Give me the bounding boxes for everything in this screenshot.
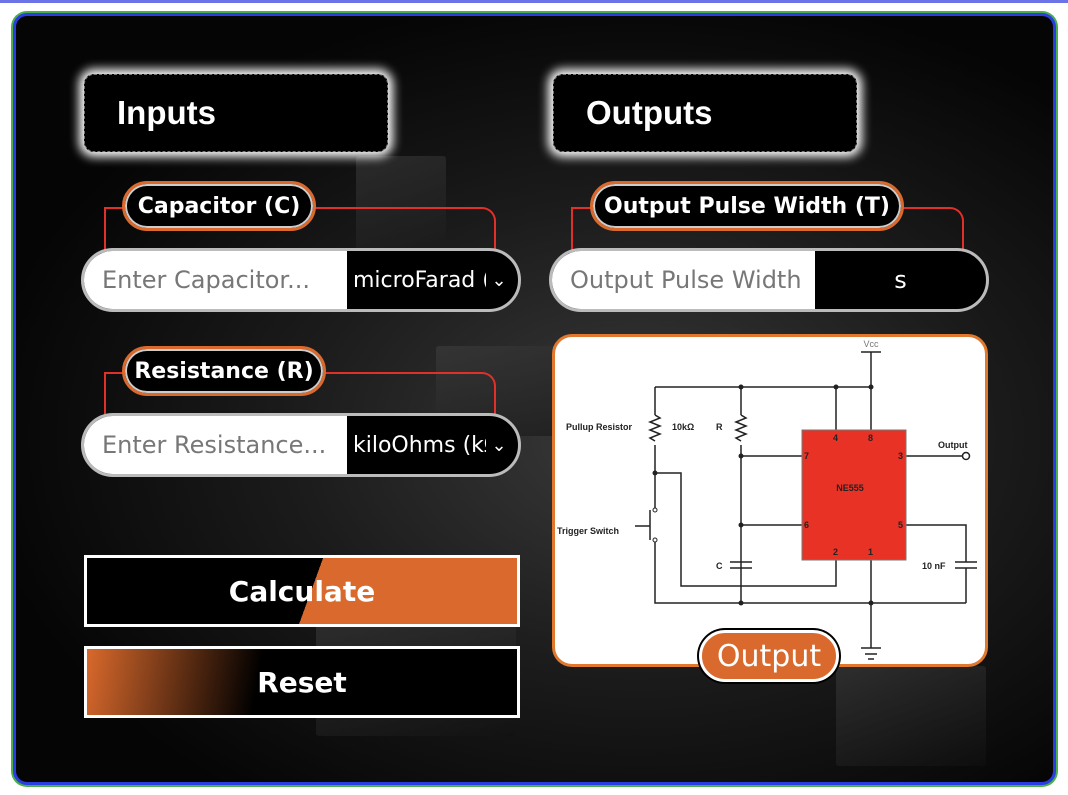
calculator-panel: Inputs Outputs Capacitor (C) microFarad … [13, 13, 1056, 785]
pulse-width-output[interactable] [552, 251, 815, 309]
output-label: Output [938, 440, 968, 450]
pulse-width-unit: s [894, 266, 907, 294]
capacitor-input[interactable] [84, 251, 347, 309]
pulse-width-label: Output Pulse Width (T) [590, 181, 904, 231]
r-label: R [716, 422, 723, 432]
resistance-field: kiloOhms (kΩ)⌄ [81, 413, 521, 477]
pin-label: 3 [898, 451, 903, 461]
capacitor-field: microFarad (µF)⌄ [81, 248, 521, 312]
resistance-input[interactable] [84, 416, 347, 474]
c-label: C [716, 561, 723, 571]
inputs-heading: Inputs [84, 74, 388, 152]
resistance-unit-select[interactable]: kiloOhms (kΩ)⌄ [347, 416, 518, 474]
circuit-diagram: Vcc Pullup Resistor 10kΩ R C Trigger Swi… [552, 334, 988, 667]
chip-label: NE555 [836, 483, 864, 493]
background-cube [836, 666, 986, 766]
pin-label: 6 [804, 520, 809, 530]
capacitor-unit-select[interactable]: microFarad (µF)⌄ [347, 251, 518, 309]
pin-label: 8 [868, 433, 873, 443]
chevron-down-icon: ⌄ [491, 269, 507, 291]
trigger-label: Trigger Switch [557, 526, 619, 536]
ne555-chip [801, 429, 907, 561]
chevron-down-icon: ⌄ [491, 434, 507, 456]
pullup-label: Pullup Resistor [566, 422, 633, 432]
cap-value: 10 nF [922, 561, 946, 571]
capacitor-unit-value: microFarad (µF) [353, 267, 486, 293]
pulse-width-field: s [549, 248, 989, 312]
vcc-label: Vcc [863, 339, 879, 349]
pin-label: 2 [833, 547, 838, 557]
pin-label: 7 [804, 451, 809, 461]
output-button[interactable]: Output [699, 630, 839, 682]
reset-button[interactable]: Reset [84, 646, 520, 718]
outputs-heading: Outputs [553, 74, 857, 152]
pin-label: 1 [868, 547, 873, 557]
capacitor-label: Capacitor (C) [122, 181, 316, 231]
calculate-button[interactable]: Calculate [84, 555, 520, 627]
pin-label: 4 [833, 433, 838, 443]
top-border [0, 0, 1068, 3]
pullup-value: 10kΩ [672, 422, 694, 432]
pin-label: 5 [898, 520, 903, 530]
resistance-unit-value: kiloOhms (kΩ) [353, 432, 486, 458]
resistance-label: Resistance (R) [122, 346, 326, 396]
